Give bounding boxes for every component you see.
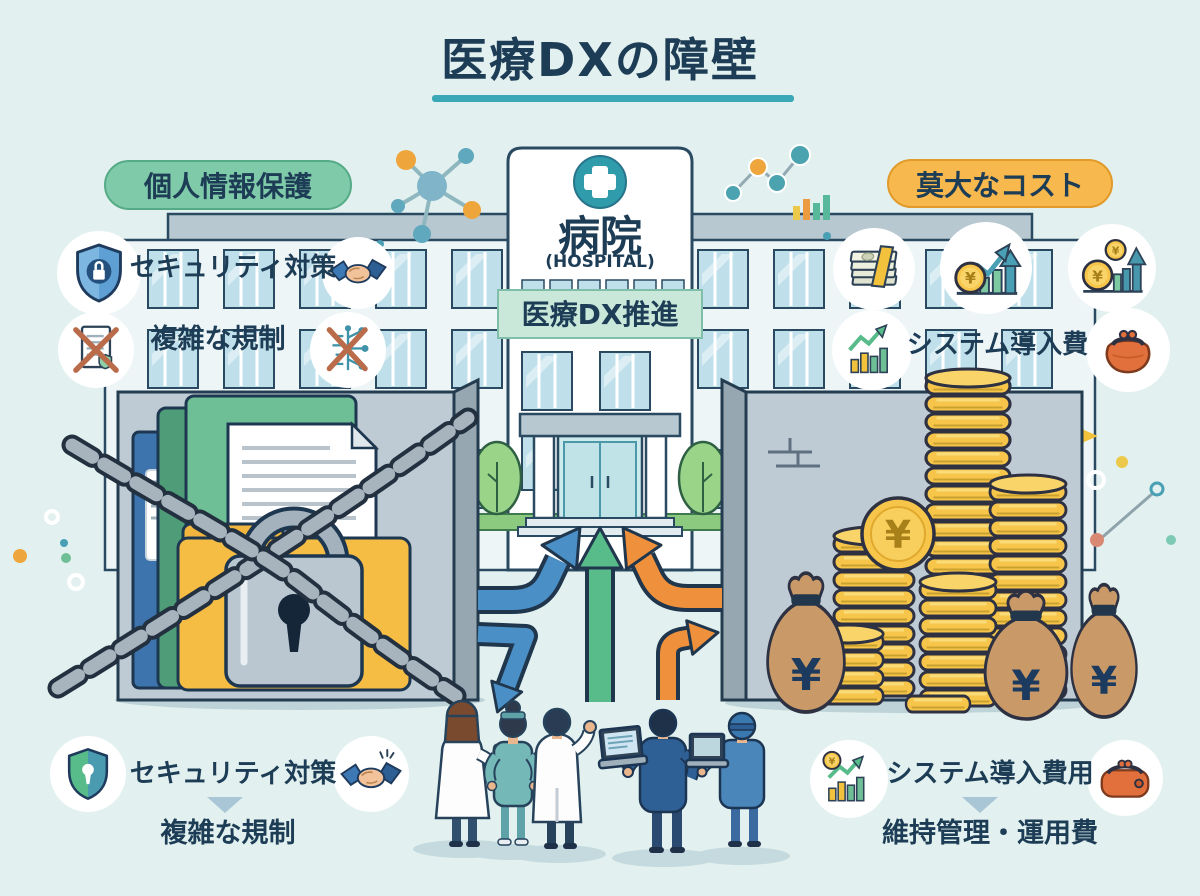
chains [47,407,479,707]
people [413,699,790,867]
shield-keyhole-icon [67,748,109,800]
circuit-crossed-circle [310,312,386,388]
coin-purse-circle [1086,308,1170,392]
molecule-icon [376,148,481,248]
person-nurse [483,700,543,846]
shield-keyhole-circle [50,736,126,812]
arrow-orange-up [621,526,722,612]
circuit-crossed-icon [326,325,369,372]
yen-symbol: ¥ [829,756,836,767]
money-bag: ¥ [1069,582,1139,719]
yen-growth-circle: ¥ [940,222,1032,314]
yen-bars-circle: ¥ ¥ [1068,224,1156,312]
banknotes-circle [833,228,915,310]
handshake-sparkle-circle [333,736,409,812]
down-arrow-right [962,797,998,813]
hospital-name-ja: 病院 [557,212,642,261]
dx-banner [497,289,703,339]
shield-lock-circle [57,231,141,315]
yen-growth-chart-icon: ¥ [954,242,1022,295]
handshake-circle [322,237,394,309]
laptop [597,724,649,770]
wallet-icon [1100,759,1150,798]
person-doctor-male [531,707,597,849]
handshake-sparkle-icon [340,749,402,789]
title-underline [432,95,794,102]
down-arrow-left [207,797,243,813]
tree-left [471,440,523,516]
line-chart-icon [724,144,811,202]
handshake-icon [329,258,387,284]
money-bags: ¥ ¥ ¥ [765,571,1139,721]
yen-bars-arrow-icon: ¥ ¥ [1081,238,1147,293]
badge-huge-cost: 莫大なコスト [887,159,1113,208]
arrow-green-up [576,526,624,702]
tree-right [677,440,729,516]
person-worker-laptop [684,711,766,847]
label-system-cost-bottom: システム導入費用 [886,759,1094,789]
label-system-cost-top: システム導入費 [906,330,1089,360]
wallet-circle [1087,740,1163,816]
hospital-name-en: (HOSPITAL) [545,252,655,272]
growth-chart-icon [848,323,888,374]
banknotes-icon [849,245,898,288]
person-businessman-laptop [597,708,700,853]
page-title: 医療DXの障壁 [441,33,759,87]
money-bag: ¥ [765,571,847,714]
label-security-top: セキュリティ対策 [129,253,337,283]
arrow-orange-bent [656,619,720,700]
yen-symbol: ¥ [1091,659,1117,703]
locked-files [47,394,479,707]
decor-dots-left [13,509,85,591]
yen-symbol: ¥ [885,513,911,557]
brick-marks [768,438,820,468]
yen-symbol: ¥ [791,650,822,701]
document-crossed-circle [58,312,134,388]
money-bag: ¥ [983,589,1069,721]
badge-personal-info: 個人情報保護 [104,160,352,210]
big-yen-coin: ¥ [860,496,936,572]
arrow-blue-up [478,526,582,614]
document-crossed-icon [73,325,119,373]
shield-lock-icon [76,243,122,303]
yen-symbol: ¥ [1011,661,1040,710]
hospital-cross-icon [573,155,627,209]
growth-chart-circle [832,310,912,390]
arrow-blue-bent [477,622,538,714]
yen-symbol: ¥ [965,270,976,288]
label-security-bottom: セキュリティ対策 [129,759,337,789]
yen-symbol: ¥ [1112,245,1120,258]
dx-banner-label: 医療DX推進 [521,298,679,331]
coin-stacks: ¥ [811,367,1068,714]
label-regulation-top: 複雑な規制 [150,324,286,355]
yen-coin-growth-icon: ¥ [822,750,865,802]
label-regulation-bottom: 複雑な規制 [160,818,296,849]
yen-coin-growth-circle: ¥ [810,740,888,818]
bar-chart-icon [793,195,831,240]
label-maintenance-bottom: 維持管理・運用費 [882,818,1098,849]
yen-symbol: ¥ [1092,268,1103,286]
coin-purse-icon [1105,329,1151,374]
laptop [684,732,730,769]
